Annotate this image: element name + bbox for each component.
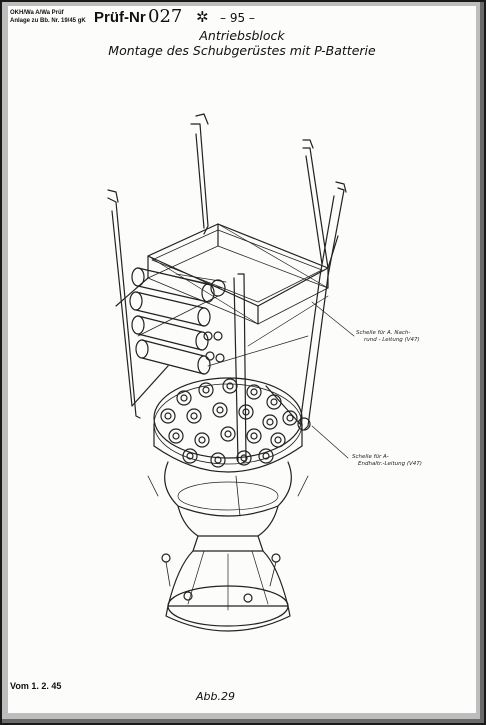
header-attachment: Anlage zu Bb. Nr. 19/45 gK: [10, 18, 86, 24]
pruef-label: Prüf-Nr: [94, 9, 146, 26]
annotation-clamp-1: Schelle für A. Nach- rund - Leitung (V47…: [356, 330, 420, 344]
star-icon: ✲: [196, 8, 209, 26]
annotation-clamp-1-line2: rund - Leitung (V47): [364, 337, 420, 343]
annotation-clamp-1-line1: Schelle für A. Nach-: [356, 330, 411, 336]
document-page: OKH/Wa A/Wa Prüf Anlage zu Bb. Nr. 19/45…: [8, 6, 476, 713]
frame-struts: [107, 113, 347, 465]
annotation-clamp-2-line2: Endhaltr.-Leitung (V47): [358, 461, 422, 467]
leader-lines: [311, 301, 355, 459]
combustion-head: [153, 377, 311, 473]
annotation-clamp-2: Schelle für A- Endhaltr.-Leitung (V47): [352, 454, 422, 468]
title-main: Antriebsblock: [199, 28, 285, 43]
figure-caption: Abb.29: [196, 690, 235, 703]
annotation-clamp-2-line1: Schelle für A-: [352, 454, 389, 460]
footer-date: Vom 1. 2. 45: [10, 681, 62, 691]
combustion-chamber: [147, 461, 309, 632]
page-number: – 95 –: [220, 11, 255, 25]
p-battery: [129, 267, 227, 375]
technical-drawing: [107, 113, 355, 632]
title-sub: Montage des Schubgerüstes mit P-Batterie: [108, 43, 376, 58]
pruef-number: 027: [148, 6, 183, 27]
header-department: OKH/Wa A/Wa Prüf: [10, 10, 64, 16]
